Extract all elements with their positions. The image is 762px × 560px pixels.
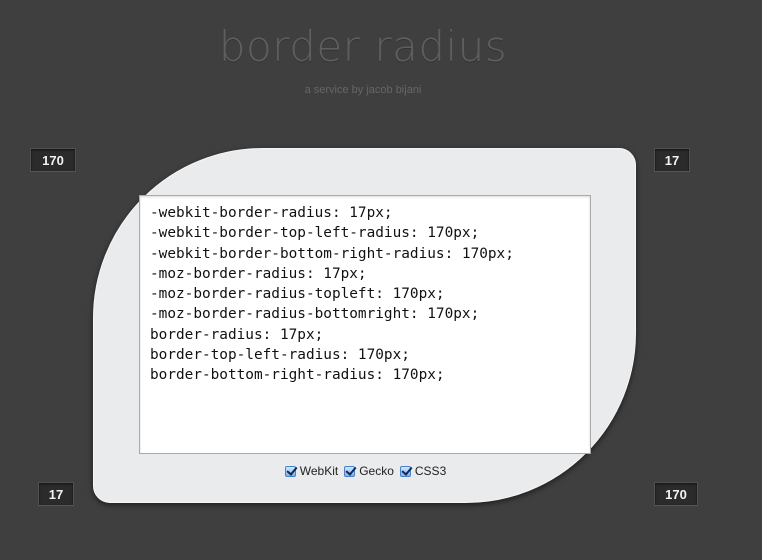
option-css3-label: CSS3	[414, 464, 447, 478]
option-gecko[interactable]: Gecko	[344, 464, 394, 478]
site-subtitle: a service by jacob bijani	[304, 84, 422, 96]
css-code-textarea[interactable]: -webkit-border-radius: 17px; -webkit-bor…	[139, 195, 591, 454]
option-gecko-label: Gecko	[359, 464, 394, 478]
css3-checkbox-icon[interactable]	[399, 465, 411, 477]
radius-preview-box: -webkit-border-radius: 17px; -webkit-bor…	[93, 148, 636, 503]
option-webkit[interactable]: WebKit	[284, 464, 339, 478]
top-right-radius-input[interactable]	[654, 148, 690, 172]
option-webkit-label: WebKit	[299, 464, 339, 478]
bottom-left-radius-input[interactable]	[38, 482, 74, 506]
vendor-options: WebKit Gecko CSS3	[94, 464, 637, 478]
top-left-radius-input[interactable]	[30, 148, 76, 172]
option-css3[interactable]: CSS3	[399, 464, 447, 478]
webkit-checkbox-icon[interactable]	[284, 465, 296, 477]
bottom-right-radius-input[interactable]	[654, 482, 698, 506]
gecko-checkbox-icon[interactable]	[344, 465, 356, 477]
site-title: border radius	[218, 22, 508, 71]
